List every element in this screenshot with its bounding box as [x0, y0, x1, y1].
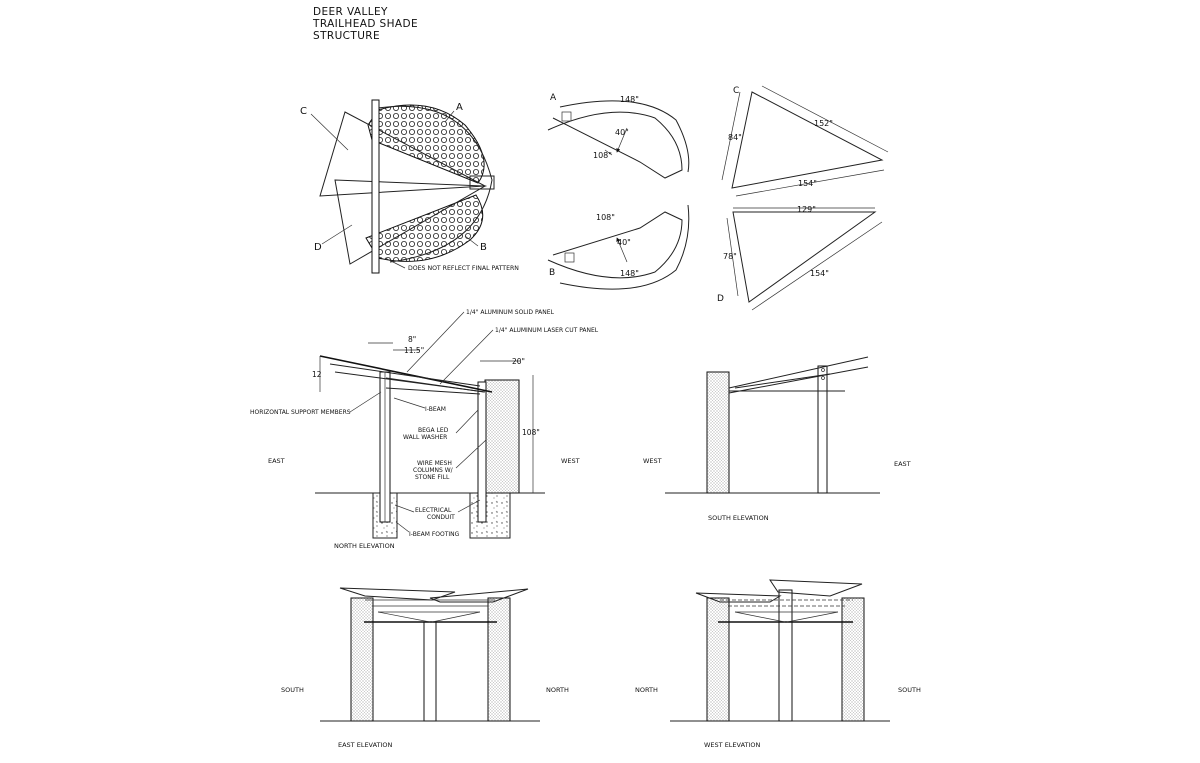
title-line-2: TRAILHEAD SHADE [313, 18, 419, 30]
north-elev-west: WEST [561, 457, 580, 465]
plan-label-a: A [456, 102, 463, 113]
tri-c-label: C [733, 86, 739, 96]
plan-note: DOES NOT REFLECT FINAL PATTERN [408, 265, 519, 272]
arc-panels: A 148" 40" 108" 108" 40" B 148" [547, 93, 690, 290]
plan-label-b: B [480, 242, 487, 253]
east-elev-north: NORTH [546, 686, 569, 694]
dim-11-5: 11.5" [404, 346, 424, 355]
callout-solid-panel: 1/4" ALUMINUM SOLID PANEL [466, 309, 555, 316]
tri-c-base: 154" [798, 179, 817, 188]
arc-b-width: 40" [617, 238, 631, 247]
west-elevation: NORTH SOUTH WEST ELEVATION [635, 579, 921, 749]
east-elevation: SOUTH NORTH EAST ELEVATION [281, 587, 569, 749]
west-elev-south: SOUTH [898, 686, 921, 694]
arc-b-length: 148" [620, 269, 639, 278]
arc-b-label: B [549, 268, 555, 278]
tri-d-label: D [717, 294, 724, 304]
arc-a-width: 40" [615, 128, 629, 137]
tri-d-top: 129" [797, 205, 816, 214]
callout-footing: I-BEAM FOOTING [409, 531, 460, 538]
arc-a-label: A [550, 93, 557, 103]
west-elev-north: NORTH [635, 686, 658, 694]
north-elev-title: NORTH ELEVATION [334, 542, 395, 550]
callout-horizontal-support: HORIZONTAL SUPPORT MEMBERS [250, 409, 351, 416]
callout-bega-1: BEGA LED [418, 427, 449, 434]
plan-view: C A D B DOES NOT REFLECT FINAL PATTERN [300, 99, 519, 274]
arc-a-length: 148" [620, 95, 639, 104]
callout-wire-2: COLUMNS W/ [413, 467, 454, 474]
east-elev-title: EAST ELEVATION [338, 741, 393, 749]
plan-label-d: D [314, 242, 322, 253]
arc-a-chord: 108" [593, 151, 612, 160]
panel-b-shape [365, 194, 484, 262]
dim-20: 20" [512, 357, 525, 366]
panel-a-shape [367, 104, 485, 184]
title-line-1: DEER VALLEY [313, 6, 388, 18]
tri-c-top: 152" [814, 119, 833, 128]
south-elev-west: WEST [643, 457, 662, 465]
arc-b-chord: 108" [596, 213, 615, 222]
north-elevation: 8" 11.5" 20" 12 108" 1/4" ALUMINUM SOLID… [250, 309, 599, 550]
dim-12: 12 [312, 370, 322, 379]
title-line-3: STRUCTURE [313, 30, 381, 42]
east-elev-south: SOUTH [281, 686, 304, 694]
callout-bega-2: WALL WASHER [403, 434, 447, 441]
dim-108: 108" [522, 428, 540, 437]
plan-column [371, 99, 380, 274]
callout-i-beam: I-BEAM [425, 406, 446, 413]
south-elevation: WEST EAST SOUTH ELEVATION [643, 356, 911, 522]
tri-d-base: 154" [810, 269, 829, 278]
triangle-panels: C 84" 152" 154" 129" 78" 154" D [717, 85, 889, 311]
north-elev-east: EAST [268, 457, 285, 465]
tri-d-side: 78" [723, 252, 737, 261]
callout-laser-panel: 1/4" ALUMINUM LASER CUT PANEL [495, 327, 599, 334]
dim-8: 8" [408, 335, 416, 344]
west-elev-title: WEST ELEVATION [704, 741, 761, 749]
south-elev-title: SOUTH ELEVATION [708, 514, 769, 522]
callout-electrical-1: ELECTRICAL [415, 507, 452, 514]
callout-wire-3: STONE FILL [415, 474, 450, 481]
plan-label-c: C [300, 106, 307, 117]
south-elev-east: EAST [894, 460, 911, 468]
tri-c-side: 84" [728, 133, 742, 142]
callout-electrical-2: CONDUIT [427, 514, 455, 521]
callout-wire-1: WIRE MESH [417, 460, 452, 467]
drawing-title: DEER VALLEY TRAILHEAD SHADE STRUCTURE [313, 6, 493, 42]
